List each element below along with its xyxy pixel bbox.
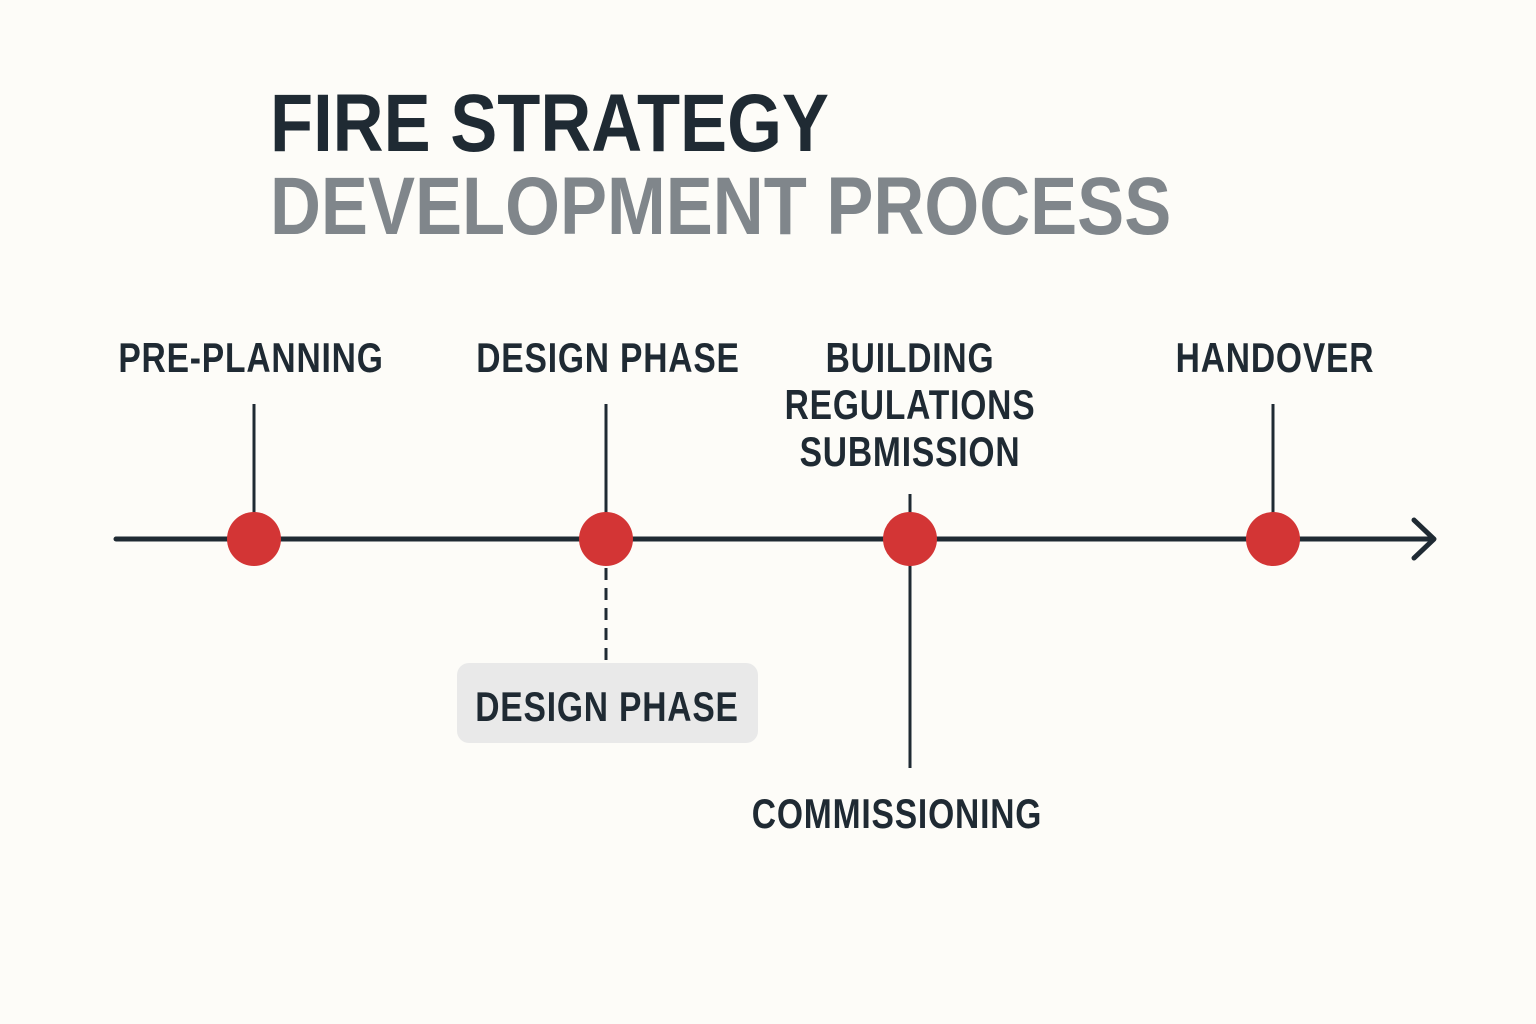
milestone-dot xyxy=(1246,512,1300,566)
milestone-label-building-line3: SUBMISSION xyxy=(799,428,1021,475)
milestone-dot xyxy=(883,512,937,566)
title-line-2: DEVELOPMENT PROCESS xyxy=(270,161,1172,252)
milestone-label-handover: HANDOVER xyxy=(1175,334,1375,381)
title-line-1: FIRE STRATEGY xyxy=(270,78,829,169)
milestone-label-building-line2: REGULATIONS xyxy=(784,381,1036,428)
milestone-label-design-phase: DESIGN PHASE xyxy=(476,334,740,381)
milestone-dot xyxy=(579,512,633,566)
milestone-label-pre-planning: PRE-PLANNING xyxy=(118,334,384,381)
callout-label: DESIGN PHASE xyxy=(475,683,739,730)
design-phase-callout xyxy=(457,663,758,743)
commissioning-label: COMMISSIONING xyxy=(751,790,1043,837)
milestone-dot xyxy=(227,512,281,566)
milestone-label-building-line1: BUILDING xyxy=(825,334,995,381)
arrow-head-icon xyxy=(1411,517,1437,561)
